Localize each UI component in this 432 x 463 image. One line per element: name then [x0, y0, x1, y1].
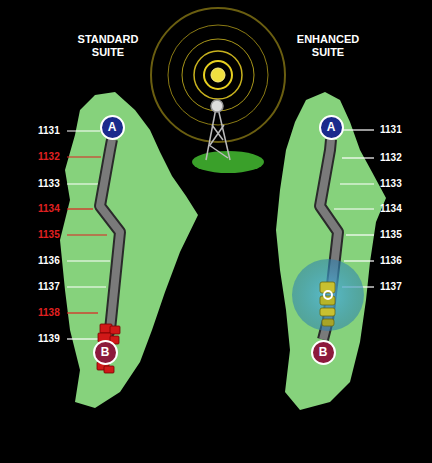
waypoint-letter: B — [101, 346, 110, 358]
road-segment-number: 1131 — [38, 125, 60, 137]
road-segment-number: 1132 — [38, 151, 60, 163]
waypoint-circle: A — [100, 115, 125, 140]
road-segment-number: 1137 — [380, 281, 402, 293]
radio-tower — [206, 100, 230, 160]
road-segment-number: 1135 — [380, 229, 402, 241]
road-segment-number: 1136 — [38, 255, 60, 267]
suite-title: STANDARD SUITE — [63, 33, 153, 59]
road-segment-number: 1132 — [380, 152, 402, 164]
enhanced-glow — [292, 259, 364, 331]
island-left — [60, 92, 198, 408]
road-segment-number: 1134 — [38, 203, 60, 215]
road-segment-number: 1135 — [38, 229, 60, 241]
suite-title: ENHANCED SUITE — [283, 33, 373, 59]
waypoint-circle: B — [311, 340, 336, 365]
road-connector — [100, 140, 120, 340]
signal-rings — [151, 8, 285, 142]
road-segment-number: 1136 — [380, 255, 402, 267]
waypoint-circle: A — [319, 115, 344, 140]
road-segment-number: 1139 — [38, 333, 60, 345]
flowing-cars — [320, 282, 335, 326]
road-segment-number: 1137 — [38, 281, 60, 293]
waypoint-letter: A — [108, 121, 117, 133]
road-segment-number: 1133 — [38, 178, 60, 190]
waypoint-circle: B — [93, 340, 118, 365]
road-segment-number: 1138 — [38, 307, 60, 319]
road-segment-number: 1131 — [380, 124, 402, 136]
waypoint-letter: A — [327, 121, 336, 133]
waypoint-letter: B — [319, 346, 328, 358]
road-segment-number: 1133 — [380, 178, 402, 190]
road-connector — [320, 140, 338, 340]
island-right — [276, 92, 386, 410]
leader-lines — [67, 130, 374, 339]
road-segment-number: 1134 — [380, 203, 402, 215]
